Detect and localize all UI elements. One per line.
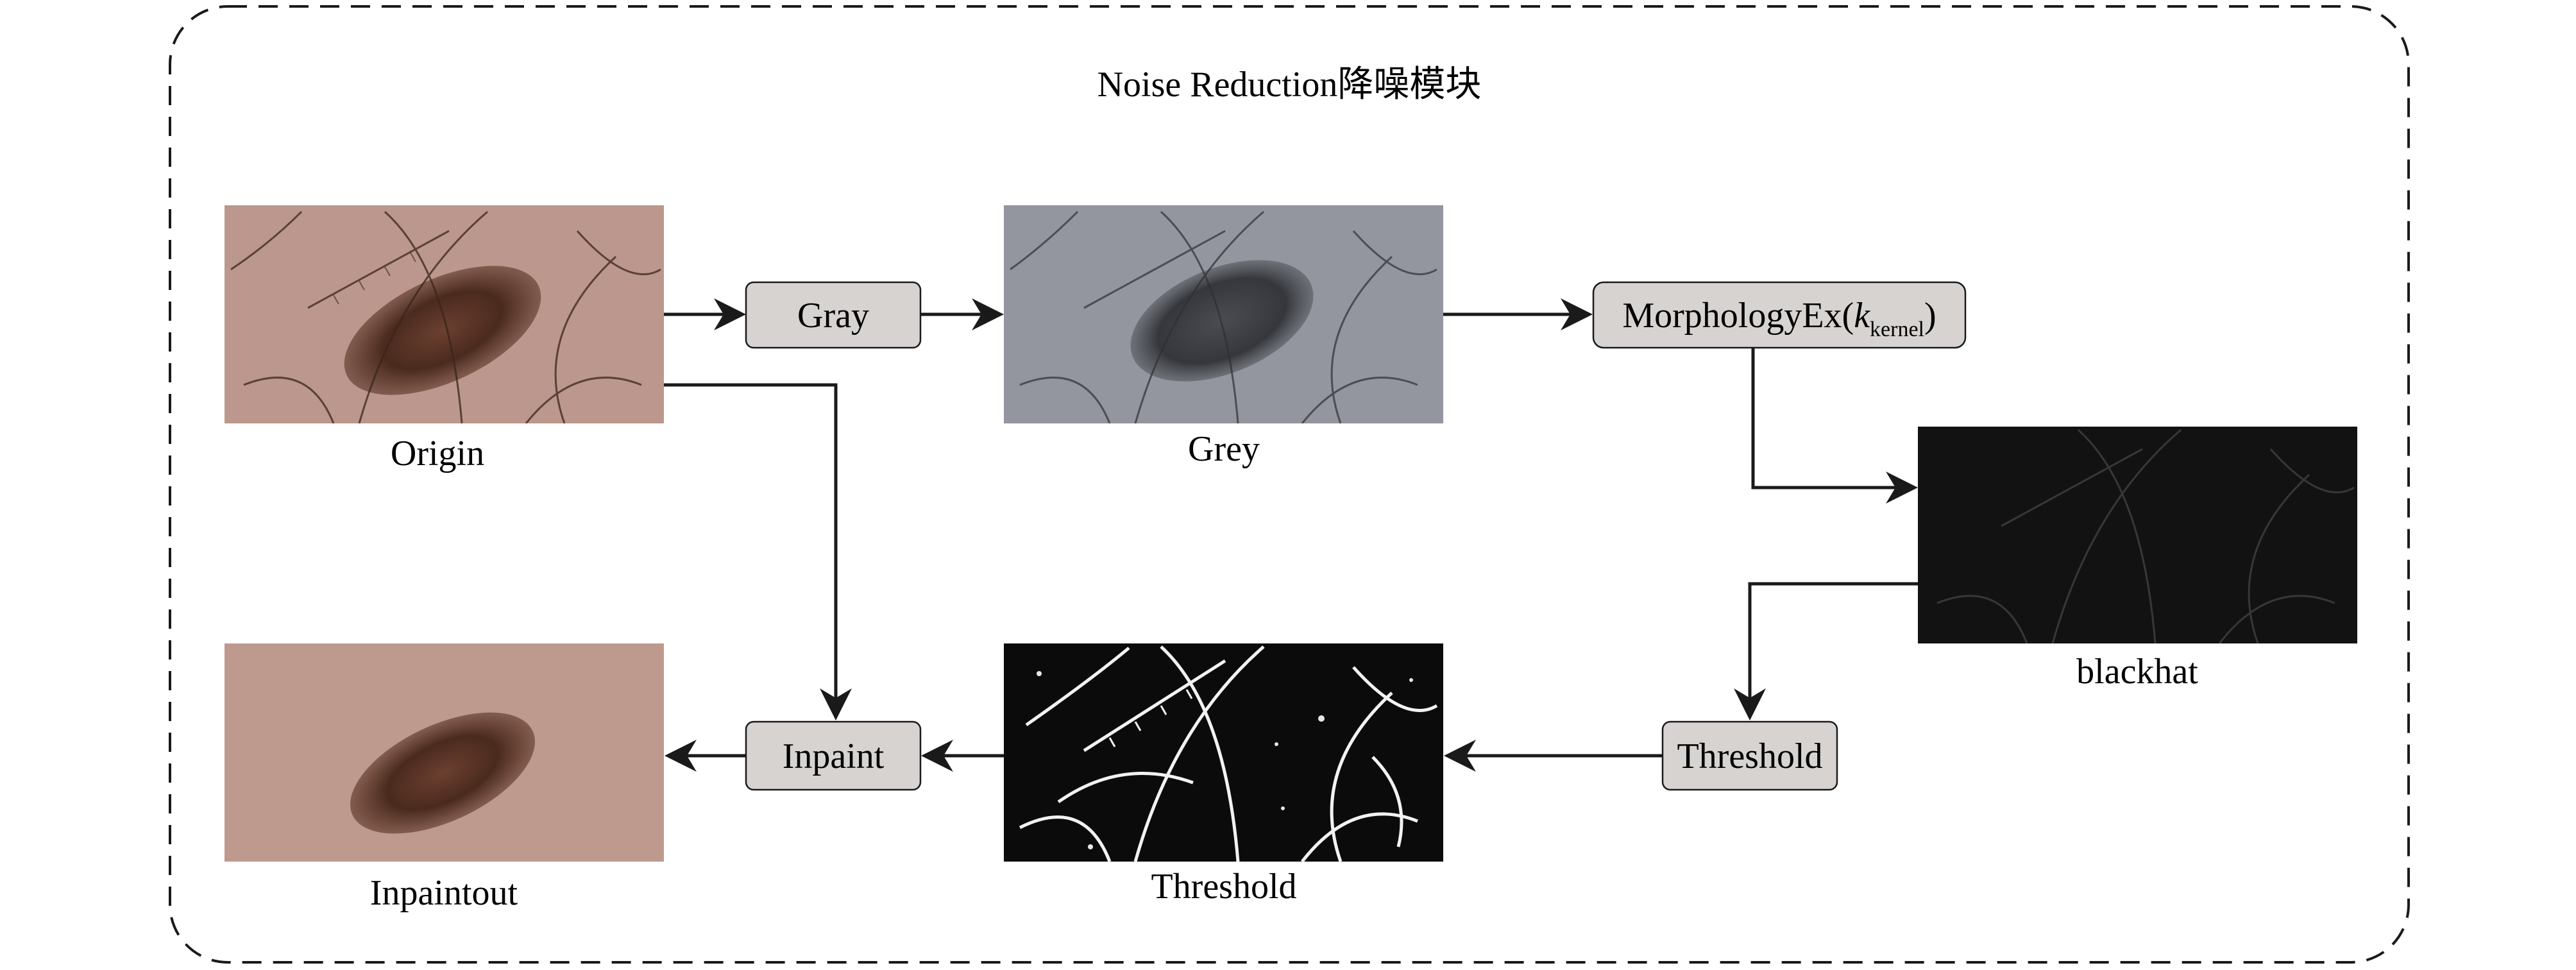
morphologyex-box: MorphologyEx(kkernel) (1592, 281, 1967, 349)
origin-label: Origin (391, 434, 484, 473)
module-title: Noise Reduction降噪模块 (1097, 65, 1482, 105)
arrow-origin-to-inpaint (664, 383, 852, 720)
inpaintout-image (225, 643, 664, 862)
morphologyex-box-label: MorphologyEx(kkernel) (1622, 296, 1936, 341)
grey-label: Grey (1188, 429, 1260, 469)
threshold-box: Threshold (1661, 720, 1838, 791)
threshold-image-label: Threshold (1151, 867, 1296, 906)
blackhat-label: blackhat (2076, 652, 2198, 692)
arrow-blackhat-to-threshold (1734, 582, 1918, 720)
threshold-box-label: Threshold (1677, 736, 1822, 776)
gray-box: Gray (745, 281, 922, 349)
arrow-morphologyex-to-blackhat (1751, 348, 1918, 504)
inpaintout-label: Inpaintout (370, 873, 518, 913)
inpaint-box-label: Inpaint (783, 736, 885, 776)
inpaint-box: Inpaint (745, 720, 922, 791)
origin-image (225, 205, 664, 423)
blackhat-image (1918, 427, 2357, 643)
gray-box-label: Gray (797, 296, 869, 336)
module-frame (169, 5, 2410, 964)
threshold-image (1004, 643, 1443, 862)
grey-image (1004, 205, 1443, 423)
